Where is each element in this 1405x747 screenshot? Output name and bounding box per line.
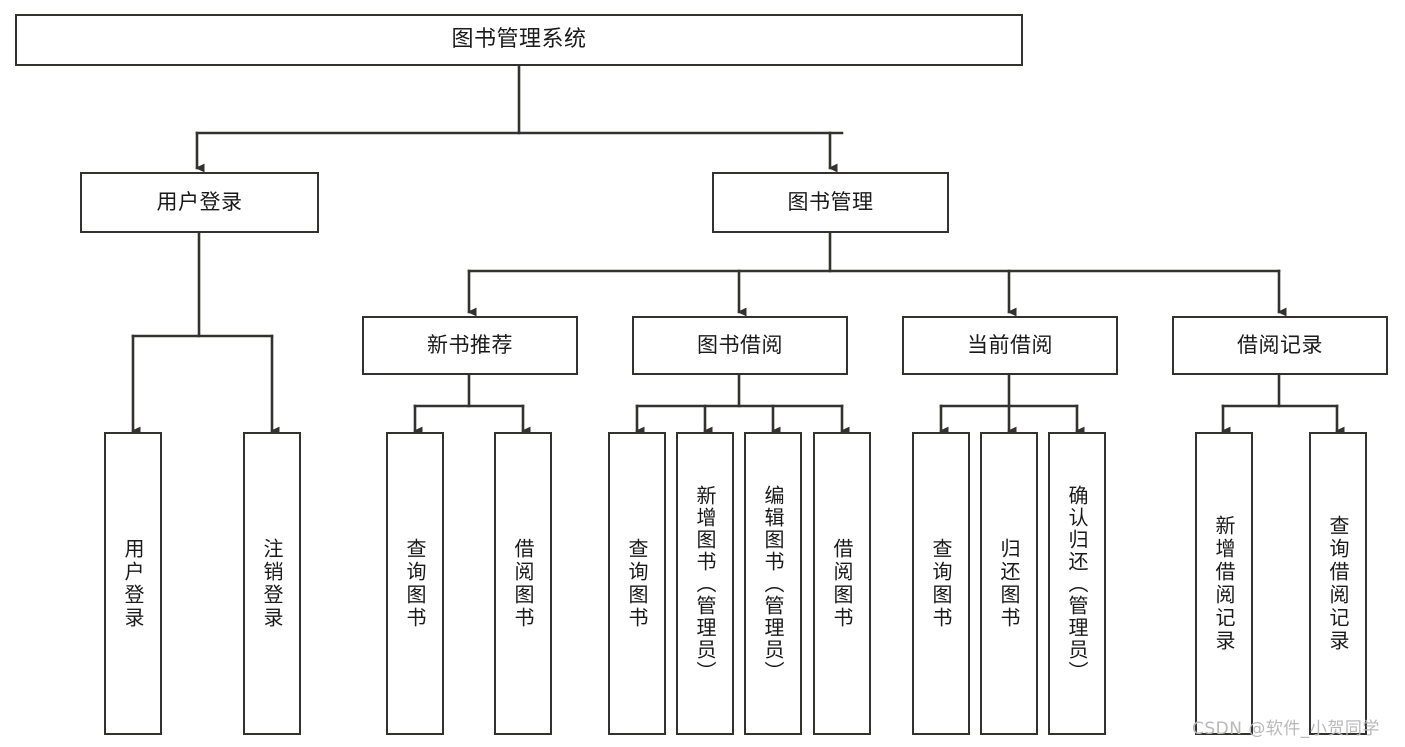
node-label: 当前借阅 <box>967 333 1053 358</box>
leaf-query-book-borrow[interactable]: 查询图书 <box>608 432 666 735</box>
node-label: 用户登录 <box>156 190 243 215</box>
node-label: 借阅图书 <box>830 537 854 630</box>
node-label: 查询图书 <box>625 537 649 630</box>
node-user-login[interactable]: 用户登录 <box>80 172 319 233</box>
node-label: 借阅记录 <box>1237 333 1323 358</box>
node-label: 查询借阅记录 <box>1326 514 1350 653</box>
leaf-borrow-book[interactable]: 借阅图书 <box>813 432 871 735</box>
node-label: 查询图书 <box>929 537 953 630</box>
leaf-confirm-return-admin[interactable]: 确认归还（管理员） <box>1048 432 1106 735</box>
node-label: 新增图书（管理员） <box>693 484 717 683</box>
watermark-text: CSDN @软件_小贺同学 <box>1192 719 1380 739</box>
node-label: 图书管理 <box>787 190 874 215</box>
node-borrow-record[interactable]: 借阅记录 <box>1172 316 1388 375</box>
leaf-borrow-book-recommend[interactable]: 借阅图书 <box>494 432 552 735</box>
leaf-add-book-admin[interactable]: 新增图书（管理员） <box>676 432 734 735</box>
node-new-book-recommend[interactable]: 新书推荐 <box>362 316 578 375</box>
leaf-add-borrow-record[interactable]: 新增借阅记录 <box>1195 432 1253 735</box>
leaf-edit-book-admin[interactable]: 编辑图书（管理员） <box>744 432 802 735</box>
node-label: 用户登录 <box>121 537 145 630</box>
leaf-return-book[interactable]: 归还图书 <box>980 432 1038 735</box>
node-label: 图书管理系统 <box>451 27 587 53</box>
node-label: 新增借阅记录 <box>1212 514 1236 653</box>
leaf-query-borrow-record[interactable]: 查询借阅记录 <box>1309 432 1367 735</box>
node-label: 新书推荐 <box>427 333 513 358</box>
leaf-query-book-current[interactable]: 查询图书 <box>912 432 970 735</box>
node-book-management[interactable]: 图书管理 <box>712 172 949 233</box>
leaf-user-login[interactable]: 用户登录 <box>104 432 162 735</box>
node-label: 图书借阅 <box>697 333 783 358</box>
node-book-borrow[interactable]: 图书借阅 <box>632 316 848 375</box>
node-label: 查询图书 <box>403 537 427 630</box>
node-root-book-management-system[interactable]: 图书管理系统 <box>15 14 1023 66</box>
node-label: 归还图书 <box>997 537 1021 630</box>
node-label: 注销登录 <box>260 537 284 630</box>
leaf-logout[interactable]: 注销登录 <box>243 432 301 735</box>
node-label: 借阅图书 <box>511 537 535 630</box>
node-current-borrow[interactable]: 当前借阅 <box>902 316 1118 375</box>
node-label: 确认归还（管理员） <box>1065 484 1089 683</box>
node-label: 编辑图书（管理员） <box>761 484 785 683</box>
leaf-query-book-recommend[interactable]: 查询图书 <box>386 432 444 735</box>
